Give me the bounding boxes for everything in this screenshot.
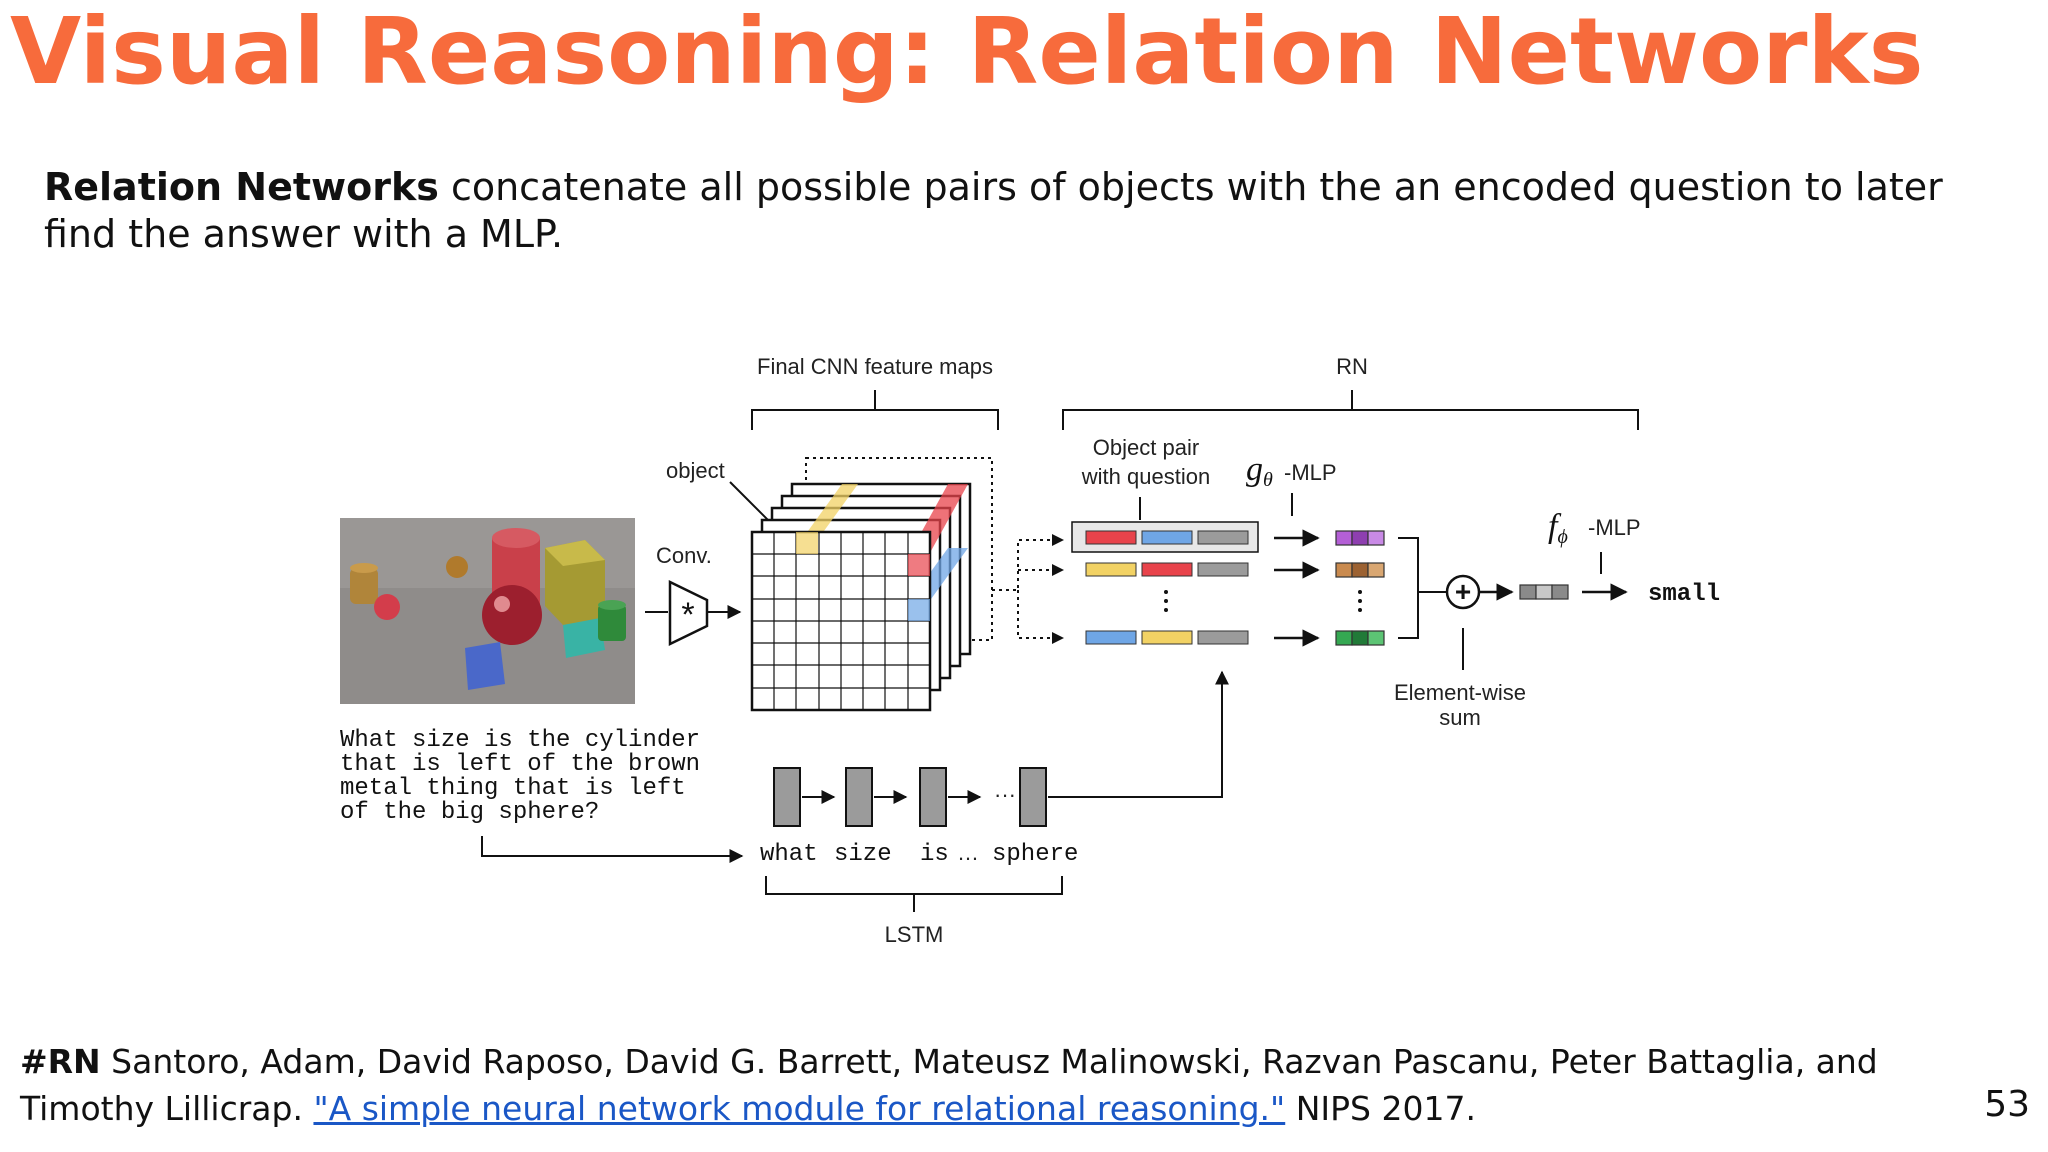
pair-label-line2: with question (1081, 464, 1210, 489)
relation-ellipsis (1358, 590, 1362, 612)
conv-label: Conv. (656, 543, 712, 568)
reference-citation: #RN Santoro, Adam, David Raposo, David G… (20, 1038, 1920, 1132)
word-ellipsis: … (957, 840, 979, 865)
lstm-to-pairs-arrow (1048, 670, 1229, 798)
sum-bracket (1398, 537, 1446, 639)
word-size: size (834, 841, 892, 868)
intro-text: Relation Networks concatenate all possib… (44, 164, 2004, 258)
answer-text: small (1648, 581, 1720, 608)
plus-symbol: + (1455, 576, 1471, 607)
rn-label: RN (1336, 354, 1368, 379)
lstm-label: LSTM (885, 922, 944, 947)
lstm-bracket (765, 876, 1063, 912)
f-phi-symbol: fϕ (1548, 508, 1568, 548)
paper-link[interactable]: "A simple neural network module for rela… (313, 1089, 1286, 1128)
reference-venue: NIPS 2017. (1285, 1089, 1476, 1128)
summed-vector (1519, 584, 1569, 600)
f-mlp-label: -MLP (1588, 515, 1641, 540)
intro-rest: concatenate all possible pairs of object… (44, 165, 1943, 256)
reference-authors: Santoro, Adam, David Raposo, David G. Ba… (20, 1042, 1878, 1128)
sum-label-line1: Element-wise (1394, 680, 1526, 705)
object-pair-rows (1071, 521, 1259, 645)
g-mlp-arrows (1274, 529, 1320, 647)
question-to-words-arrow (481, 836, 744, 863)
g-theta-symbol: gθ (1246, 451, 1273, 491)
cnn-feature-maps-label: Final CNN feature maps (757, 354, 993, 379)
conv-block (668, 580, 709, 646)
relation-vectors (1335, 530, 1385, 646)
cnn-bracket (751, 390, 999, 430)
feature-to-pair-connectors (992, 539, 1055, 639)
conv-symbol: * (681, 596, 694, 634)
lstm-ellipsis: ··· (994, 782, 1016, 807)
question-line-2: that is left of the brown (340, 751, 700, 778)
question-line-4: of the big sphere? (340, 799, 599, 826)
sum-label-line2: sum (1439, 705, 1481, 730)
rn-bracket (1062, 390, 1639, 430)
relation-network-diagram: Final CNN feature maps RN object Conv. * (340, 354, 1720, 947)
object-label: object (666, 458, 725, 483)
word-sphere: sphere (992, 841, 1078, 868)
word-what: what (760, 841, 818, 868)
lstm-cells (773, 767, 1047, 827)
pair-label-line1: Object pair (1093, 435, 1199, 460)
question-line-3: metal thing that is left (340, 775, 686, 802)
intro-bold: Relation Networks (44, 165, 439, 209)
clevr-scene-image (340, 518, 635, 704)
element-wise-sum-node (1445, 574, 1481, 610)
question-line-1: What size is the cylinder (340, 727, 700, 754)
reference-tag: #RN (20, 1042, 101, 1081)
g-mlp-label: -MLP (1284, 460, 1337, 485)
word-is: is (920, 841, 949, 868)
slide-title: Visual Reasoning: Relation Networks (10, 0, 1924, 105)
page-number: 53 (1984, 1084, 2030, 1125)
feature-map-stack (750, 482, 972, 712)
